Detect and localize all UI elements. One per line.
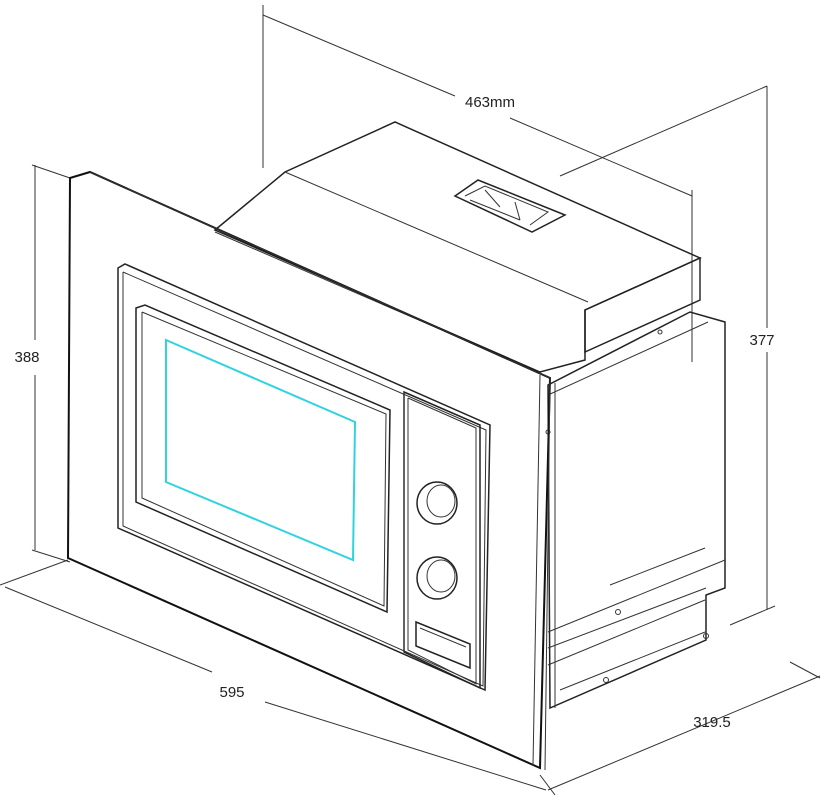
dimension-label-width-front: 595 [219, 684, 244, 701]
control-panel [403, 390, 481, 690]
vent-handle-icon [453, 179, 567, 233]
front-frame [66, 170, 552, 771]
door-window [165, 338, 357, 562]
dimension-label-depth-top: 463mm [465, 94, 515, 111]
dimension-lines [0, 5, 821, 796]
door-release-button [415, 620, 471, 670]
dimension-label-height-left: 388 [14, 349, 39, 366]
dimension-label-depth-bottom: 319.5 [693, 714, 731, 731]
door [135, 304, 391, 614]
timer-knob-icon [416, 481, 458, 525]
dimension-label-height-right: 377 [749, 332, 774, 349]
microwave-body [213, 121, 726, 710]
power-knob-icon [416, 556, 458, 600]
